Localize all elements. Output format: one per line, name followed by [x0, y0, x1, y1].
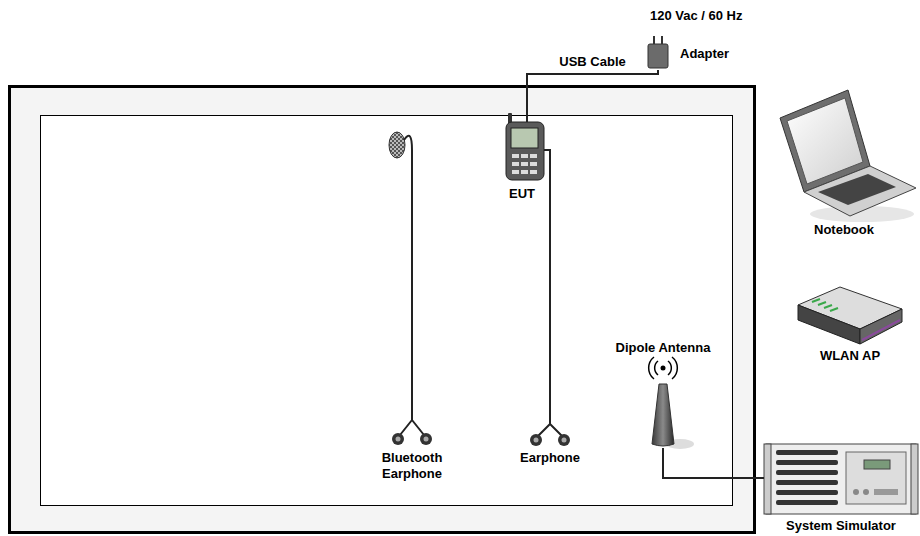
wlan-ap-icon-part [812, 299, 820, 302]
wlan-ap-icon-part [798, 305, 860, 344]
system-simulator-icon-part [853, 489, 859, 495]
cable [663, 448, 764, 478]
phone-icon-part [512, 162, 519, 166]
earphone-icon [530, 420, 570, 446]
wlan-ap-icon [798, 287, 902, 344]
phone-icon-part [530, 162, 537, 166]
wlan-ap-icon-part [818, 302, 826, 305]
bluetooth-earphone-icon-part [400, 136, 424, 435]
notebook-icon-part [818, 174, 896, 205]
phone-icon-part [521, 170, 528, 174]
notebook-icon [780, 90, 916, 222]
notebook-icon-part [787, 98, 863, 184]
device-label: Adapter [680, 46, 729, 62]
earphone-icon-part [562, 438, 567, 443]
system-simulator-icon-part [776, 500, 838, 505]
phone-icon-part [530, 170, 537, 174]
phone-icon-part [512, 170, 519, 174]
device-label: WLAN AP [790, 348, 910, 364]
cable [527, 70, 658, 122]
cable [544, 150, 550, 420]
dipole-antenna-icon-part [649, 357, 678, 379]
test-chamber-part [41, 116, 733, 506]
eut-phone: EUT [500, 122, 544, 204]
phone-icon-part [521, 162, 528, 166]
device-label: Earphone [505, 450, 595, 466]
adapter: Adapter [646, 36, 736, 70]
system-simulator-icon-part [776, 460, 838, 465]
phone-icon-part [530, 154, 537, 158]
phone-icon-part [511, 128, 538, 148]
bluetooth-earphone-icon-part [420, 433, 432, 445]
system-simulator-icon-part [764, 444, 771, 514]
system-simulator: System Simulator [764, 442, 918, 536]
wlan-ap-icon-part [830, 308, 838, 311]
bluetooth-earphone-icon-part [392, 433, 404, 445]
bluetooth-earphone-icon-part [396, 437, 401, 442]
system-simulator-icon-part [874, 489, 898, 495]
system-simulator-icon [764, 444, 918, 514]
device-label: Dipole Antenna [588, 340, 738, 356]
earphone-icon-part [558, 434, 570, 446]
earphone-icon-part [530, 434, 542, 446]
bluetooth-earphone-icon [389, 132, 432, 445]
phone-icon-part [506, 122, 544, 180]
adapter-icon [648, 36, 668, 68]
bluetooth-earphone-icon-part [389, 132, 405, 158]
phone-icon [506, 113, 544, 180]
phone-icon-part [512, 154, 519, 158]
device-label: EUT [500, 186, 544, 202]
dipole-antenna: Dipole Antenna [588, 340, 738, 448]
earphone-icon-part [538, 420, 562, 436]
system-simulator-icon-part [776, 480, 838, 485]
phone-icon-part [521, 154, 528, 158]
test-chamber [10, 87, 755, 533]
system-simulator-icon-part [776, 490, 838, 495]
wlan-ap-icon-part [824, 305, 832, 308]
device-label: System Simulator [764, 518, 918, 534]
notebook-icon-part [804, 166, 916, 216]
earphone-icon-part [534, 438, 539, 443]
dipole-antenna-icon [649, 357, 694, 449]
wlan-ap-icon-part [862, 320, 900, 340]
earphone: Earphone [505, 420, 595, 466]
system-simulator-icon-part [776, 470, 838, 475]
device-label: Notebook [770, 222, 918, 238]
system-simulator-icon-part [776, 450, 838, 455]
system-simulator-icon-part [863, 489, 869, 495]
device-label: Bluetooth Earphone [372, 450, 452, 482]
supply-label: 120 Vac / 60 Hz [650, 8, 743, 24]
bluetooth-earphone-icon-part [424, 437, 429, 442]
system-simulator-icon-part [766, 444, 916, 514]
system-simulator-icon-part [846, 452, 906, 504]
system-simulator-icon-part [864, 460, 890, 469]
dipole-antenna-icon-part [652, 384, 674, 446]
wlan-ap: WLAN AP [790, 285, 910, 365]
notebook: Notebook [770, 88, 918, 238]
adapter-icon-part [648, 44, 668, 68]
dipole-antenna-icon-part [661, 366, 666, 371]
bluetooth-earphone: Bluetooth Earphone [362, 128, 462, 484]
test-chamber-part [10, 87, 755, 533]
wlan-ap-icon-part [860, 309, 902, 344]
system-simulator-icon-part [911, 444, 918, 514]
cable-label: USB Cable [557, 54, 627, 70]
